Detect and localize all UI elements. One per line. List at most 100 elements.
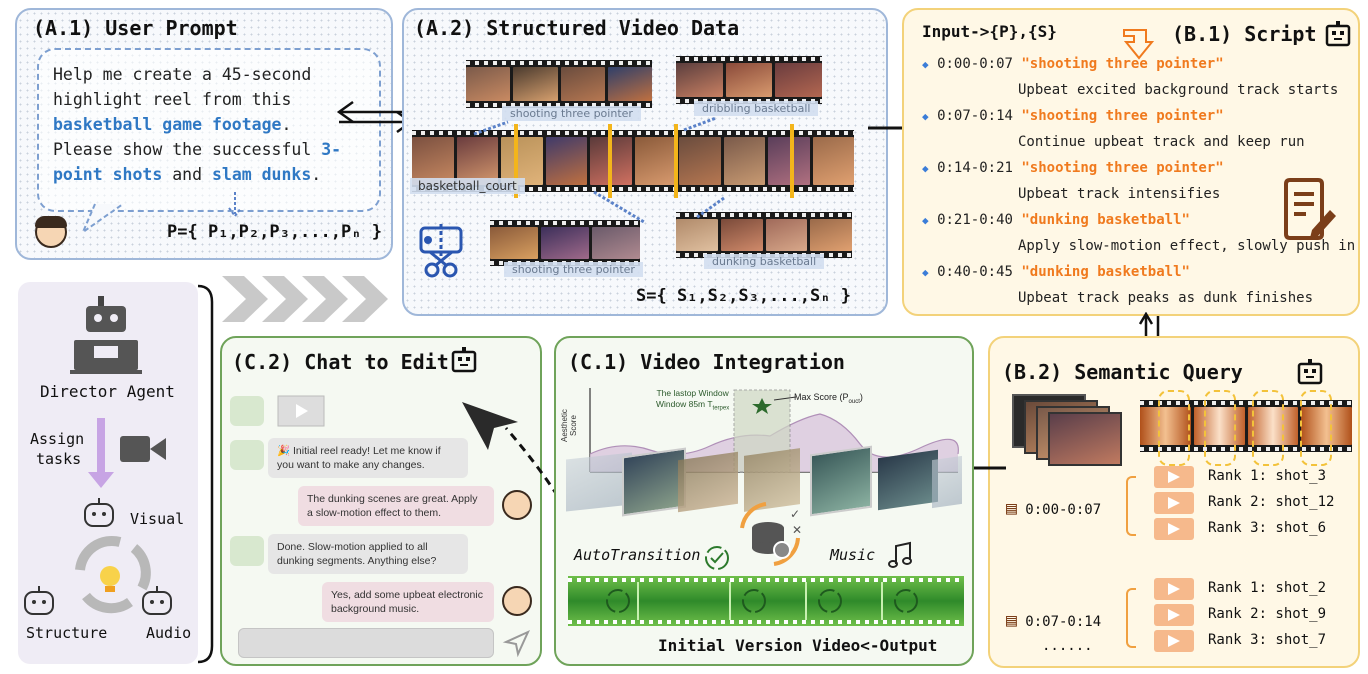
video-shot-icon — [1154, 518, 1194, 540]
cut-marker-2 — [608, 124, 612, 198]
query-window-1 — [1158, 390, 1190, 466]
script-entry: ◆ 0:40-0:45 "dunking basketball" — [922, 264, 1190, 280]
bot-avatar — [230, 536, 264, 566]
cycle-arrows-icon — [75, 535, 151, 614]
rank-item: Rank 3: shot_7 — [1208, 632, 1327, 648]
send-icon[interactable] — [502, 628, 532, 658]
script-input: Input->{P},{S} — [922, 22, 1057, 41]
chart-window-label-2a: Window 85m T — [656, 399, 713, 409]
robot-icon — [451, 347, 477, 373]
integration-panel: (C.1) Video Integration Aesthetic Score … — [554, 336, 974, 666]
script-desc: Upbeat track peaks as dunk finishes — [1018, 290, 1314, 306]
prompt-line-1: Help me create a 45-second — [53, 65, 312, 84]
script-desc: Apply slow-motion effect, slowly push in — [1018, 238, 1356, 254]
max-score-sub: ouct — [848, 398, 860, 405]
prompt-highlight-dunks: slam dunks — [211, 165, 312, 184]
script-shot: "shooting three pointer" — [1021, 108, 1224, 124]
script-shot: "shooting three pointer" — [1021, 160, 1224, 176]
script-entry: ◆ 0:00-0:07 "shooting three pointer" — [922, 56, 1224, 72]
label-dribbling: dribbling basketball — [694, 101, 819, 116]
send-plane-icon — [462, 402, 518, 450]
rank-ellipsis: ...... — [1042, 638, 1093, 654]
max-score-end: ) — [859, 392, 863, 402]
structured-video-title: (A.2) Structured Video Data — [414, 16, 740, 40]
down-arrow-icon — [228, 192, 242, 218]
query-film-strip — [1140, 400, 1352, 452]
video-shot-icon — [1154, 578, 1194, 600]
chart-window-label-2b: terpex — [712, 405, 730, 412]
audio-agent-icon — [142, 586, 172, 615]
script-desc: Continue upbeat track and keep run — [1018, 134, 1305, 150]
video-shot-icon — [1154, 466, 1194, 488]
bidirectional-arrow-icon — [336, 100, 414, 134]
user-avatar — [502, 490, 532, 520]
chart-window-label: The lastop Window Window 85m Tterpex — [656, 388, 729, 415]
video-camera-icon — [120, 436, 166, 462]
prompt-period-2: . — [311, 165, 322, 184]
prompt-formula: P={ P₁,P₂,P₃,...,Pₙ } — [167, 222, 382, 242]
prompt-highlight-3pt-b: point shots — [53, 165, 163, 184]
user-avatar — [35, 216, 67, 248]
document-icon: ▤ — [1006, 498, 1017, 519]
bullet-icon: ◆ — [922, 214, 929, 227]
clip-shooting-bottom — [490, 220, 640, 266]
scissors-icon — [419, 224, 463, 278]
prompt-line-3: basketball game footage. — [53, 112, 341, 137]
rank-item: Rank 1: shot_2 — [1208, 580, 1327, 596]
music-label: Music — [830, 546, 876, 564]
chat-input[interactable] — [238, 628, 494, 658]
assign-arrow — [97, 418, 105, 476]
script-entry: ◆ 0:07-0:14 "shooting three pointer" — [922, 108, 1224, 124]
rank-bracket — [1126, 476, 1136, 536]
bracket — [197, 284, 214, 664]
script-entry: ◆ 0:21-0:40 "dunking basketball" — [922, 212, 1190, 228]
robot-icon — [1297, 359, 1323, 385]
chart-y-label-1: Aesthetic — [560, 409, 569, 442]
video-shot-icon — [1154, 630, 1194, 652]
script-shot: "dunking basketball" — [1021, 264, 1190, 280]
prompt-highlight-footage: basketball game footage — [53, 115, 282, 134]
database-icon: ✓ ✕ — [740, 502, 802, 566]
script-time: 0:07-0:14 — [937, 108, 1013, 124]
rank-bracket — [1126, 588, 1136, 648]
transition-icon — [705, 546, 729, 570]
music-note-icon — [888, 541, 912, 568]
clip-shooting-top — [466, 60, 652, 108]
chart-max-score: Max Score (Pouct) — [794, 392, 863, 405]
svg-text:✕: ✕ — [792, 523, 802, 537]
script-desc: Upbeat track intensifies — [1018, 186, 1221, 202]
script-desc: Upbeat excited background track starts — [1018, 82, 1339, 98]
bot-avatar — [230, 440, 264, 470]
output-transitions — [606, 582, 918, 620]
rank-item: Rank 2: shot_12 — [1208, 494, 1335, 510]
bullet-icon: ◆ — [922, 58, 929, 71]
cut-marker-3 — [674, 124, 678, 198]
chart-window-label-2: Window 85m Tterpex — [656, 399, 729, 415]
chart-y-label-2: Score — [569, 415, 578, 436]
director-robot-icon — [70, 296, 142, 374]
rank-time: 0:00-0:07 — [1025, 502, 1102, 518]
assign-label-2: tasks — [36, 450, 82, 468]
document-icon: ▤ — [1006, 610, 1017, 631]
bubble-tail — [80, 203, 124, 235]
label-court: basketball_court — [410, 178, 525, 194]
director-label: Director Agent — [40, 382, 175, 401]
chevron-arrows-icon — [222, 276, 388, 322]
prompt-period-1: . — [281, 115, 292, 134]
chat-panel: (C.2) Chat to Edit 🎉 Initial reel ready!… — [220, 336, 542, 666]
query-window-2 — [1204, 390, 1236, 466]
script-time: 0:21-0:40 — [937, 212, 1013, 228]
video-formula: S={ S₁,S₂,S₃,...,Sₙ } — [636, 286, 851, 306]
rank-group-time: ▤ 0:07-0:14 — [1006, 610, 1101, 631]
max-score-pointer — [773, 396, 797, 401]
user-prompt-panel: (A.1) User Prompt Help me create a 45-se… — [15, 8, 393, 260]
document-edit-icon — [1284, 178, 1336, 240]
query-window-3 — [1252, 390, 1284, 466]
user-message: Yes, add some upbeat electronic backgrou… — [322, 582, 494, 623]
rank-group-time: ▤ 0:00-0:07 — [1006, 498, 1101, 519]
structure-agent-icon — [24, 586, 54, 615]
prompt-line-2: highlight reel from this — [53, 90, 292, 109]
user-message: The dunking scenes are great. Apply a sl… — [298, 486, 494, 527]
robot-icon — [1325, 21, 1351, 47]
